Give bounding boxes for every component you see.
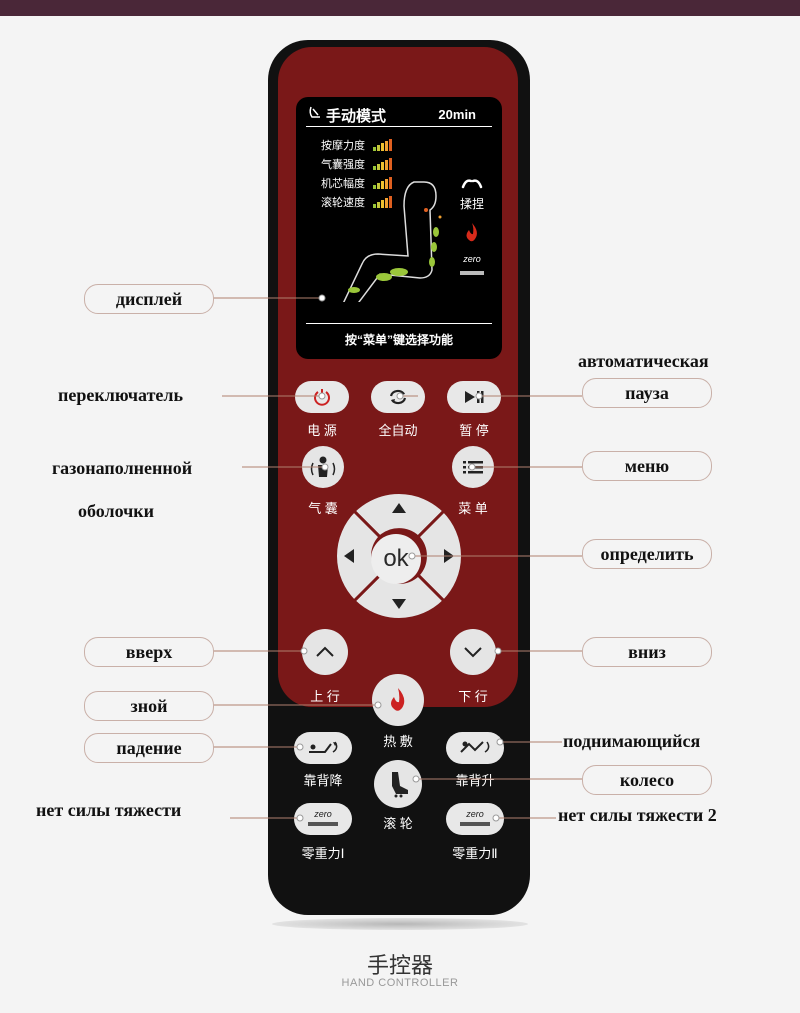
roller-button[interactable] xyxy=(374,760,422,808)
callout-switch: переключатель xyxy=(58,385,184,405)
menu-label: 菜 单 xyxy=(458,501,488,516)
roller-label: 滚 轮 xyxy=(383,816,413,831)
knead-label: 揉捏 xyxy=(460,197,485,211)
arrow-down-icon xyxy=(392,599,406,609)
foot-roller-icon xyxy=(392,772,408,798)
callout-rise: поднимающийся xyxy=(563,731,701,751)
level-bars-icon xyxy=(373,176,392,189)
level-bars-icon xyxy=(373,195,392,208)
move-up-button[interactable] xyxy=(302,629,348,675)
zero-gravity-icon xyxy=(308,822,338,826)
move-down-label: 下 行 xyxy=(458,689,488,704)
level-row: 气囊强度 xyxy=(321,154,395,173)
display-screen: 手动模式 20min 按摩力度 气囊强度 机芯幅度 滚轮速度 xyxy=(296,97,502,359)
dpad-up-button xyxy=(351,491,447,540)
zero-icon: zero xyxy=(314,809,332,819)
level-bars-icon xyxy=(373,138,392,151)
airbag-label: 气 囊 xyxy=(308,501,338,516)
zero-icon: zero xyxy=(466,809,484,819)
level-label: 气囊强度 xyxy=(321,158,365,171)
auto-label: 全自动 xyxy=(378,423,418,438)
remote-shadow xyxy=(272,918,528,930)
footer-title: 手控器 xyxy=(366,953,433,978)
callout-define: определить xyxy=(582,539,712,569)
timer: 20min xyxy=(438,107,476,122)
callout-pause: пауза xyxy=(582,378,712,408)
callout-airbag-line1: газонаполненной xyxy=(52,458,193,478)
chevron-up-icon xyxy=(316,646,334,657)
callout-zero1: нет силы тяжести xyxy=(36,800,182,820)
level-bars-icon xyxy=(373,157,392,170)
callout-fall: падение xyxy=(84,733,214,763)
chevron-down-icon xyxy=(464,647,482,658)
flame-icon xyxy=(391,688,405,711)
recline-up-icon xyxy=(460,741,490,753)
recline-down-icon xyxy=(309,741,338,753)
callout-airbag-line2: оболочки xyxy=(78,501,155,521)
level-row: 按摩力度 xyxy=(321,135,395,154)
arrow-up-icon xyxy=(392,503,406,513)
callout-wheel: колесо xyxy=(582,765,712,795)
top-bar xyxy=(0,0,800,16)
zero-gravity-icon: zero xyxy=(460,254,484,275)
pause-label: 暂 停 xyxy=(459,423,489,438)
massage-chair-icon xyxy=(308,105,322,121)
mode-title: 手动模式 xyxy=(326,108,387,125)
footer-subtitle: HAND CONTROLLER xyxy=(341,977,459,989)
heat-button[interactable] xyxy=(372,674,424,726)
power-label: 电 源 xyxy=(307,423,337,438)
recline-down-label: 靠背降 xyxy=(303,773,343,788)
arrow-left-icon xyxy=(344,549,354,563)
recline-up-button[interactable] xyxy=(446,732,504,764)
callout-menu: меню xyxy=(582,451,712,481)
callout-display: дисплей xyxy=(84,284,214,314)
level-label: 机芯幅度 xyxy=(321,177,365,190)
level-row: 滚轮速度 xyxy=(321,192,395,211)
move-down-button[interactable] xyxy=(450,629,496,675)
screen-hint: 按“菜单”键选择功能 xyxy=(344,333,453,347)
zero-gravity-2-label: 零重力Ⅱ xyxy=(452,846,498,861)
zero-gravity-icon xyxy=(460,822,490,826)
level-label: 滚轮速度 xyxy=(321,196,365,209)
level-label: 按摩力度 xyxy=(321,139,365,152)
body-figure-icon xyxy=(342,181,442,302)
move-up-label: 上 行 xyxy=(310,689,340,704)
knead-icon xyxy=(460,177,484,191)
screen-divider xyxy=(306,126,492,127)
recline-down-button[interactable] xyxy=(294,732,352,764)
heat-flame-icon xyxy=(464,222,480,249)
zero-gravity-1-label: 零重力Ⅰ xyxy=(301,846,345,861)
callout-auto: автоматическая xyxy=(578,351,709,371)
zero-gravity-1-button[interactable]: zero xyxy=(294,803,352,835)
callout-up: вверх xyxy=(84,637,214,667)
heat-label: 热 敷 xyxy=(383,734,413,749)
level-row: 机芯幅度 xyxy=(321,173,395,192)
callout-zero2: нет силы тяжести 2 xyxy=(558,805,717,825)
recline-up-label: 靠背升 xyxy=(455,773,495,788)
level-list: 按摩力度 气囊强度 机芯幅度 滚轮速度 xyxy=(321,135,395,211)
callout-heat: зной xyxy=(84,691,214,721)
screen-divider-bottom xyxy=(306,323,492,324)
callout-down: вниз xyxy=(582,637,712,667)
